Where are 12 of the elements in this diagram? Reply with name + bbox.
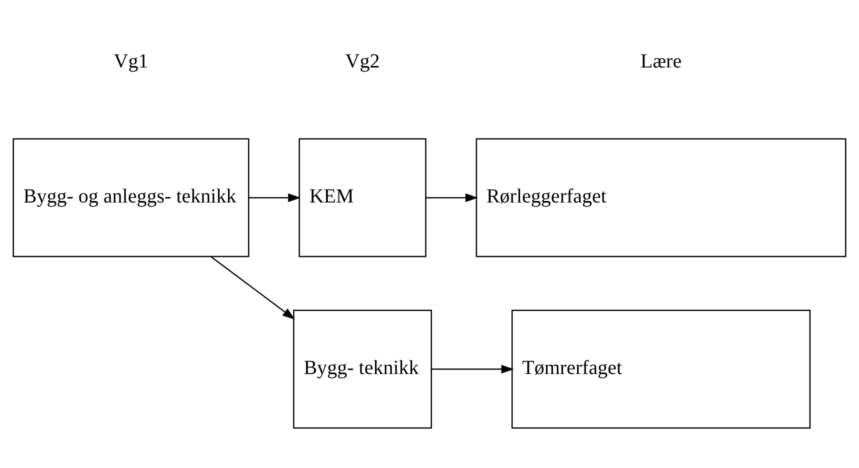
node-box: Bygg- teknikk bbox=[293, 310, 432, 429]
arrow bbox=[248, 193, 301, 202]
node-box: Bygg- og anleggs- teknikk bbox=[12, 138, 250, 258]
arrow bbox=[210, 256, 295, 320]
label: Vg2 bbox=[345, 50, 380, 72]
node-box: KEM bbox=[298, 138, 426, 258]
label: Lære bbox=[640, 50, 682, 72]
arrow bbox=[432, 364, 514, 374]
arrow bbox=[426, 193, 478, 202]
label: Vg1 bbox=[114, 50, 148, 72]
node-box: Tømrerfaget bbox=[511, 310, 811, 429]
node-box: Rørleggerfaget bbox=[476, 138, 846, 258]
